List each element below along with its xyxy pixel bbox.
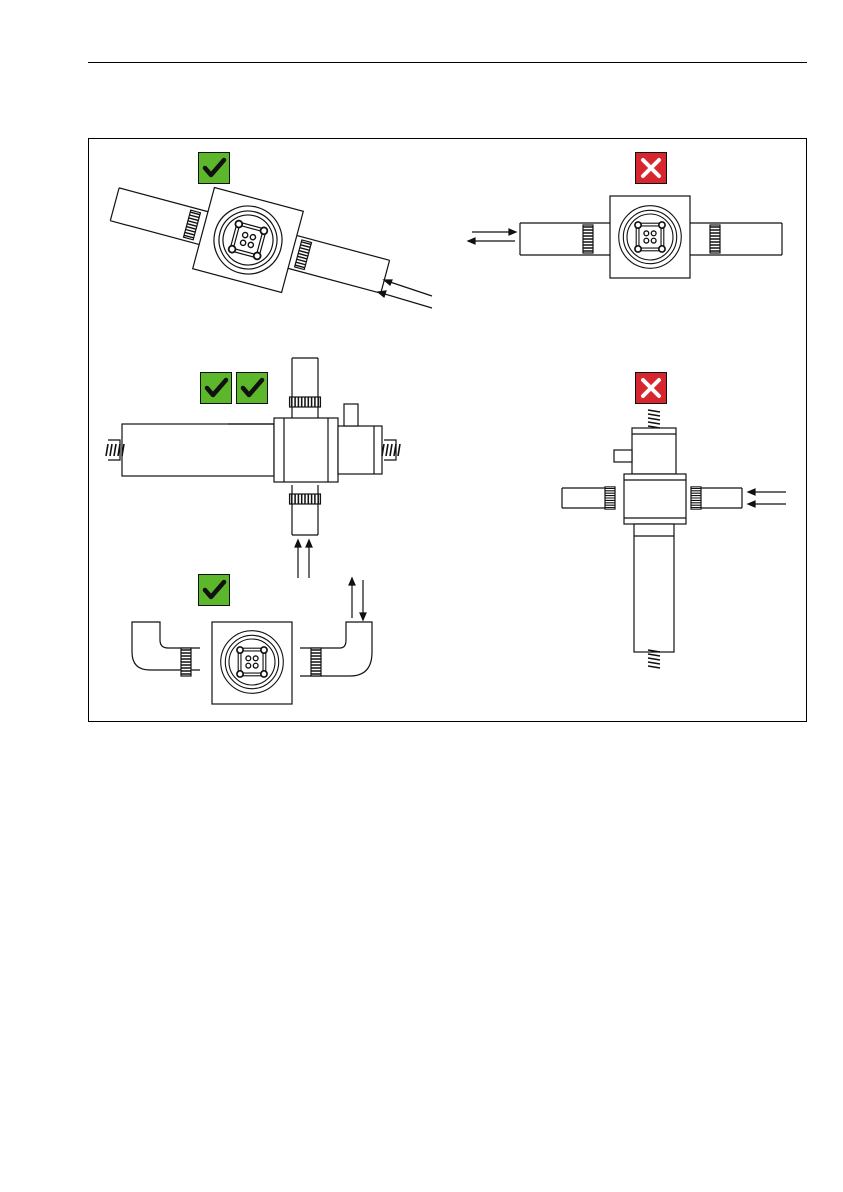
panel-horizontal-flow [520,196,782,278]
flow-arrows-diagonal [378,280,432,308]
panel-vertical-upflow [106,358,400,535]
flow-arrows-u-bend [349,578,366,620]
panel-u-bend [132,622,372,704]
flow-arrows-horizontal [468,229,516,244]
flow-arrows-vertical [295,540,312,578]
panel-diagonal-flow [104,164,396,318]
panel-vertical-sensor-down [562,410,742,668]
flow-arrows-sensor-down [748,489,786,507]
